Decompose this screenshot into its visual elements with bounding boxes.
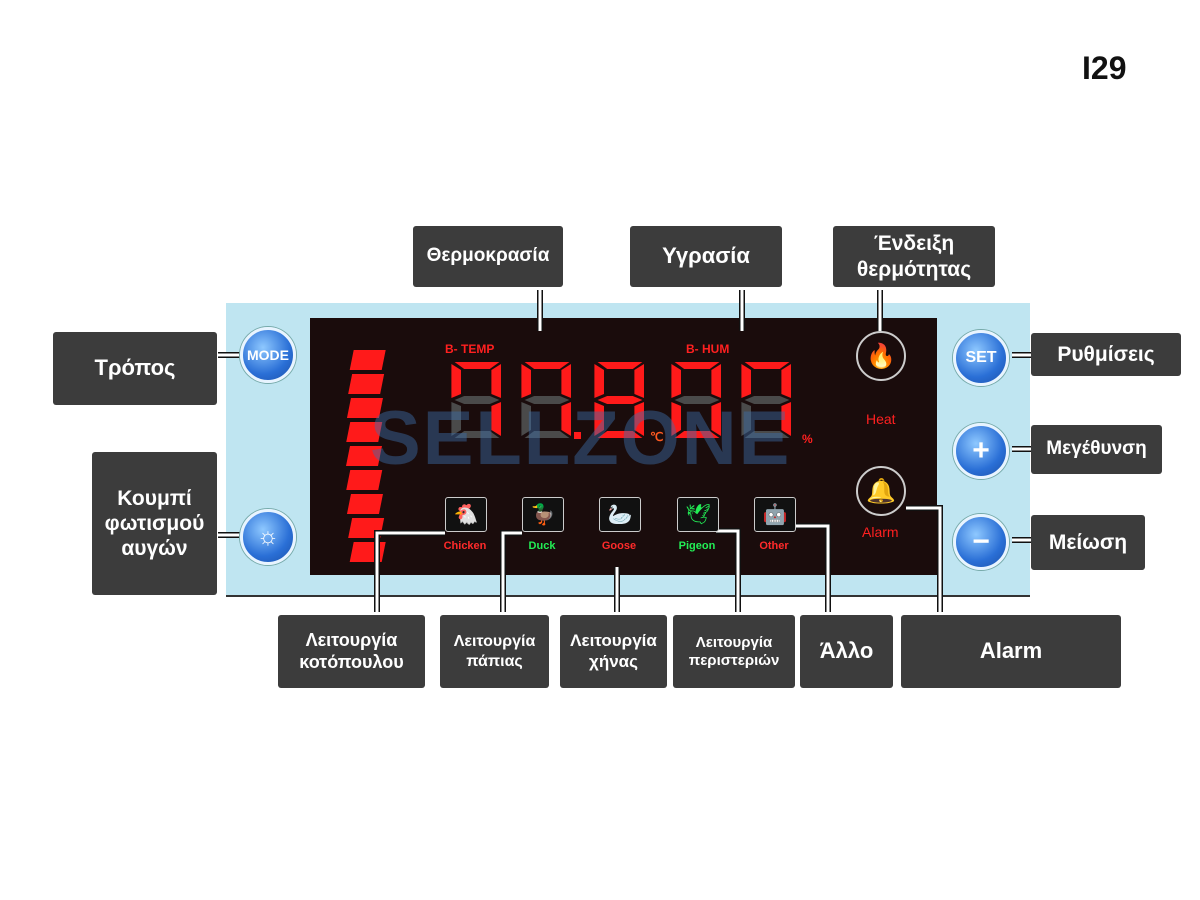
- mode-chicken-icon: 🐔: [445, 497, 487, 532]
- mode-button[interactable]: MODE: [240, 327, 296, 383]
- digit-segment: [781, 364, 791, 398]
- temp-label: B- TEMP: [445, 342, 495, 356]
- plus-button[interactable]: +: [953, 423, 1009, 479]
- digit-segment: [491, 402, 501, 436]
- callout-line: [375, 531, 445, 612]
- mode-callout: Τρόπος: [53, 332, 217, 405]
- digit-segment: [561, 364, 571, 398]
- pigeon-callout: Λειτουργία περιστεριών: [673, 615, 795, 688]
- digit-segment: [594, 364, 604, 398]
- digit-segment: [491, 364, 501, 398]
- digit-segment: [744, 396, 790, 404]
- digit-segment: [671, 364, 681, 398]
- decrease-callout: Μείωση: [1031, 515, 1145, 570]
- settings-callout: Ρυθμίσεις: [1031, 333, 1181, 376]
- humidity-callout: Υγρασία: [630, 226, 782, 287]
- callout-line-outline: [906, 505, 943, 612]
- digit-segment: [711, 402, 721, 436]
- heat-icon: 🔥: [856, 331, 906, 381]
- digit-segment: [454, 362, 500, 369]
- mode-other-icon: 🤖: [754, 497, 796, 532]
- bar-segment: [346, 470, 383, 490]
- bar-segment: [349, 542, 386, 562]
- digit-segment: [524, 431, 570, 438]
- bar-segment: [349, 350, 386, 370]
- digit-segment: [524, 362, 570, 369]
- digit-segment: [521, 402, 531, 436]
- digit-segment: [674, 396, 720, 404]
- digit-segment: [741, 402, 751, 436]
- mode-label: Pigeon: [678, 540, 716, 552]
- mode-goose-icon: 🦢: [599, 497, 641, 532]
- digit-segment: [454, 431, 500, 438]
- other-callout: Άλλο: [800, 615, 893, 688]
- digit-segment: [744, 431, 790, 438]
- digit-segment: [524, 396, 570, 404]
- digit-segment: [674, 431, 720, 438]
- callout-line-outline: [794, 523, 831, 612]
- hum-label: B- HUM: [686, 342, 730, 356]
- bar-segment: [346, 422, 383, 442]
- digit-segment: [674, 362, 720, 369]
- alarm-label: Alarm: [862, 524, 899, 540]
- bar-segment: [346, 398, 383, 418]
- digit-segment: [781, 402, 791, 436]
- alarm-callout: Alarm: [901, 615, 1121, 688]
- digit-segment: [744, 362, 790, 369]
- temperature-callout: Θερμοκρασία: [413, 226, 563, 287]
- percent-unit: %: [802, 432, 813, 446]
- goose-callout: Λειτουργία χήνας: [560, 615, 667, 688]
- digit-segment: [597, 362, 643, 369]
- increase-callout: Μεγέθυνση: [1031, 425, 1162, 474]
- digit-segment: [634, 402, 644, 436]
- bar-segment: [346, 494, 383, 514]
- alarm-bell-icon: 🔔: [856, 466, 906, 516]
- digit-segment: [597, 396, 643, 404]
- callout-line: [716, 529, 740, 612]
- digit-segment: [451, 402, 461, 436]
- bar-segment: [348, 374, 385, 394]
- duck-callout: Λειτουργία πάπιας: [440, 615, 549, 688]
- digit-segment: [561, 402, 571, 436]
- digit-segment: [597, 431, 643, 438]
- mode-label: Other: [759, 540, 789, 552]
- callout-line: [794, 524, 830, 612]
- model-code: I29: [1082, 50, 1127, 86]
- egg-light-callout: Κουμπί φωτισμού αυγών: [92, 452, 217, 595]
- heat-label: Heat: [866, 411, 896, 427]
- decimal-point: [574, 432, 581, 439]
- watermark: SELLZONE: [370, 396, 792, 481]
- digit-segment: [741, 364, 751, 398]
- callout-line: [906, 506, 942, 612]
- set-button[interactable]: SET: [953, 330, 1009, 386]
- digit-segment: [594, 402, 604, 436]
- callout-line: [501, 531, 522, 612]
- mode-label: Goose: [601, 540, 637, 552]
- digit-segment: [451, 364, 461, 398]
- mode-label: Duck: [528, 540, 556, 552]
- digit-segment: [454, 396, 500, 404]
- digit-segment: [521, 364, 531, 398]
- mode-pigeon-icon: 🕊: [677, 497, 719, 532]
- digit-segment: [671, 402, 681, 436]
- mode-duck-icon: 🦆: [522, 497, 564, 532]
- heat-indicator-callout: Ένδειξη θερμότητας: [833, 226, 995, 287]
- mode-label: Chicken: [443, 540, 487, 552]
- egg-light-button[interactable]: ☼: [240, 509, 296, 565]
- minus-button[interactable]: −: [953, 514, 1009, 570]
- digit-segment: [634, 364, 644, 398]
- bar-segment: [346, 446, 382, 466]
- celsius-unit: ℃: [650, 430, 664, 444]
- chicken-callout: Λειτουργία κοτόπουλου: [278, 615, 425, 688]
- digit-segment: [711, 364, 721, 398]
